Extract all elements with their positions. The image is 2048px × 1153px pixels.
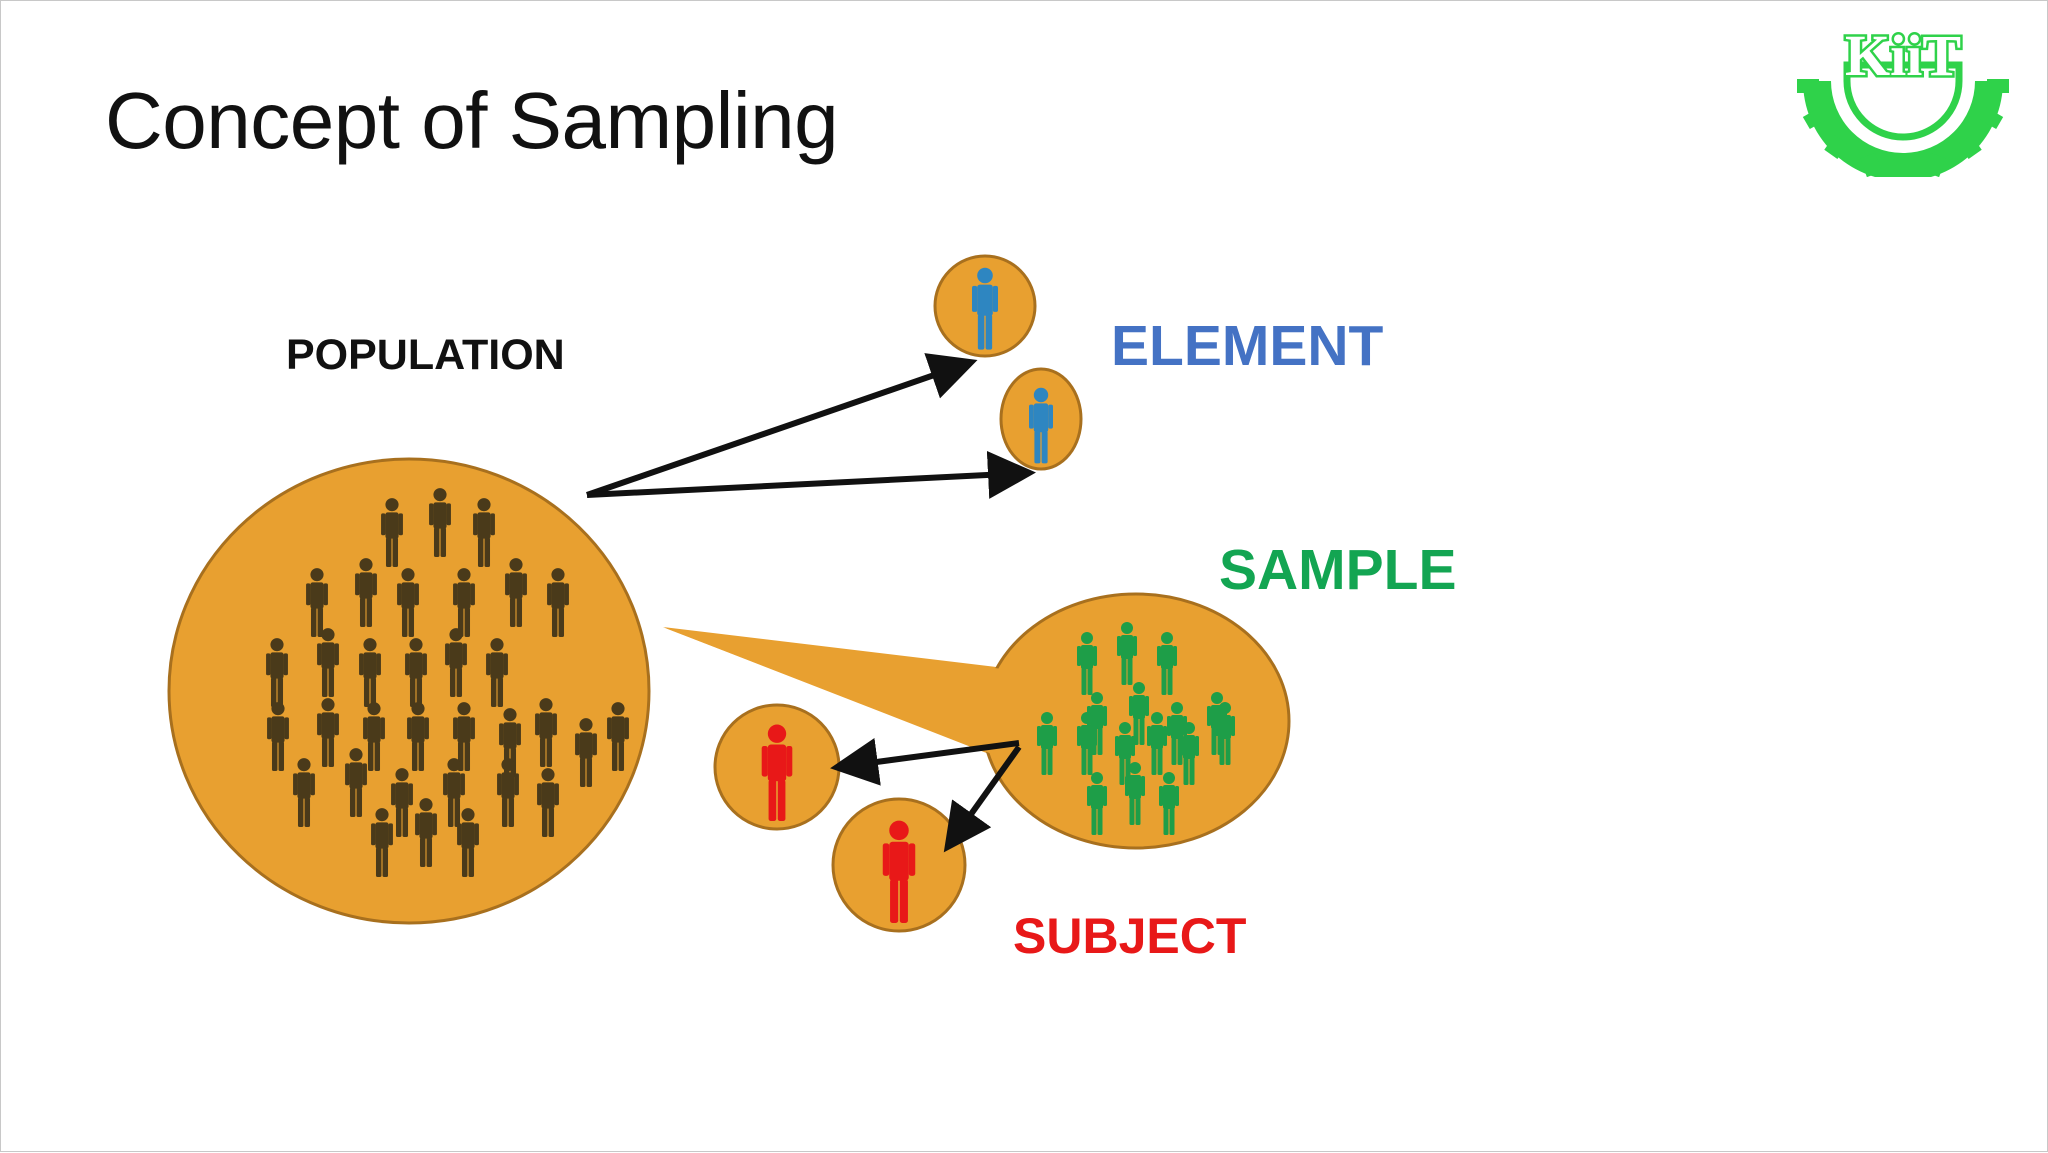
- sample-label: SAMPLE: [1219, 538, 1457, 602]
- subject-circle-1: [713, 703, 841, 831]
- population-label: POPULATION: [286, 331, 565, 379]
- slide-title: Concept of Sampling: [105, 76, 839, 165]
- element-circle-1: [933, 254, 1037, 358]
- kiit-logo-icon: KiiT: [1797, 21, 2009, 177]
- element-circle-2: [999, 367, 1083, 471]
- arrows: [586, 353, 1036, 853]
- logo-text: KiiT: [1845, 23, 1961, 88]
- arrow-to-element-1: [586, 353, 978, 498]
- population-circle: [167, 457, 651, 925]
- arrow-to-subject-1: [830, 738, 1020, 786]
- subject-circle-2: [831, 797, 967, 933]
- element-label: ELEMENT: [1111, 314, 1384, 378]
- arrow-to-element-2: [586, 450, 1036, 499]
- subject-label: SUBJECT: [1013, 908, 1247, 964]
- sample-bubble: [663, 592, 1291, 850]
- arrow-to-subject-2: [943, 745, 1022, 853]
